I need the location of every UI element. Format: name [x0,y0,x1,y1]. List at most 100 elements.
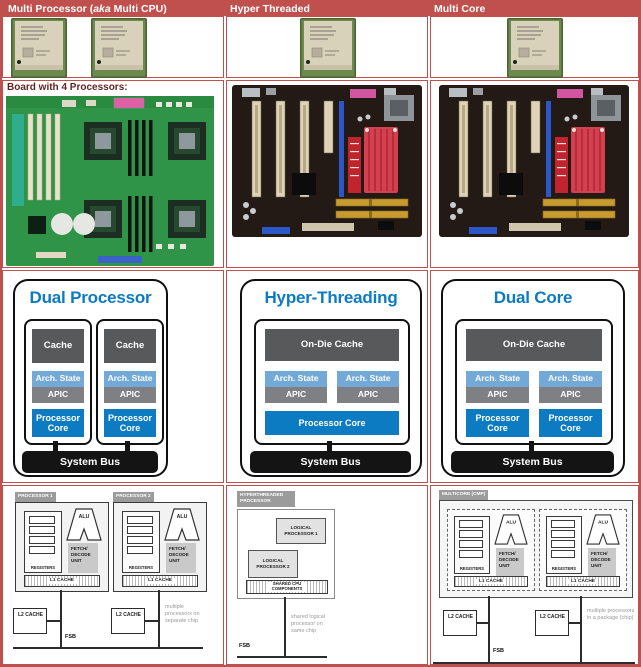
fsb-label: FSB [493,648,504,654]
fetch-decode-unit: FETCH/ DECODE UNIT [496,548,524,576]
cell-multiprocessor-chips [2,16,224,78]
l1-cache-box: L1 CACHE [122,575,198,587]
core2-block: REGISTERS ALU FETCH/ DECODE UNIT L1 CACH… [539,509,627,591]
apic-block: APIC [337,387,399,403]
registers-box: REGISTERS [122,511,160,573]
multicore-label: MULTICORE (CMP) [439,490,489,500]
processor-core-block: Processor Core [539,409,602,437]
logical-processor-2-box: LOGICAL PROCESSOR 2 [248,550,298,578]
header-multi-processor-suffix: Multi CPU) [110,3,167,15]
dual-core-title: Dual Core [493,288,573,307]
multicore-caption: multiple processors in a package (chip) [587,608,635,622]
fsb-line [237,656,327,658]
processor-core-block: Processor Core [265,411,399,435]
bus-stem [125,441,130,452]
bus-stem [53,441,58,452]
cell-multicore-schematic: MULTICORE (CMP) REGISTERS ALU FETCH/ DEC… [430,485,639,665]
register-bar [551,520,575,528]
cpu-chip-photo [11,18,67,78]
registers-label: REGISTERS [30,565,56,570]
dual-core-diagram: Dual Core On-Die Cache Arch. State Arch.… [441,279,625,477]
register-bar [551,550,575,558]
l2-cache-box: L2 CACHE [535,610,569,636]
l1-cache-label: L1 CACHE [568,578,598,585]
system-bus-bar: System Bus [22,451,158,473]
l2-cache-box: L2 CACHE [111,608,145,634]
arch-state-block: Arch. State [265,371,327,387]
dual-processor-diagram: Dual Processor Cache Arch. State APIC Pr… [13,279,168,477]
apic-block: APIC [265,387,327,403]
motherboard-photo [232,85,422,237]
cell-hyperthreaded-chip [226,16,428,78]
register-bar [127,516,153,524]
arch-state-block: Arch. State [32,371,84,387]
alu-label: ALU [598,519,608,525]
alu-label: ALU [506,519,516,525]
quad-processor-board-photo [6,96,214,266]
processor-unit: Cache Arch. State APIC Processor Core [96,319,164,445]
shared-cpu-components-label: SHARED CPU COMPONENTS [267,581,307,592]
register-bar [459,520,483,528]
fetch-decode-unit: FETCH/ DECODE UNIT [166,543,196,573]
cell-dual-processor-diagram: Dual Processor Cache Arch. State APIC Pr… [2,270,224,483]
processor-unit: Cache Arch. State APIC Processor Core [24,319,92,445]
processor-core-block: Processor Core [32,409,84,437]
cpu-chip-photo [91,18,147,78]
l1-cache-label: L1 CACHE [476,578,506,585]
arch-state-block: Arch. State [337,371,399,387]
fsb-connector-line [580,596,582,662]
register-bar [127,526,153,534]
alu-label: ALU [79,514,90,520]
cpu-chip-photo [507,18,563,78]
register-bar [459,550,483,558]
cell-hyperthreaded-schematic: HYPERTHREADED PROCESSOR LOGICAL PROCESSO… [226,485,428,665]
header-multi-processor-prefix: Multi Processor ( [8,3,94,15]
processor2-block: REGISTERS ALU FETCH/ DECODE UNIT L1 CACH… [113,502,207,592]
hyperthreaded-processor-block: LOGICAL PROCESSOR 1 LOGICAL PROCESSOR 2 … [237,509,335,599]
processor-unit: On-Die Cache Arch. State Arch. State API… [254,319,410,445]
register-bar [459,530,483,538]
alu-shape: ALU [66,508,102,541]
on-die-cache-block: On-Die Cache [265,329,399,361]
processor-unit: On-Die Cache Arch. State Arch. State API… [455,319,613,445]
cell-multiprocessor-schematic: PROCESSOR 1 REGISTERS ALU FETCH/ DECODE … [2,485,224,665]
header-multi-processor: Multi Processor (aka Multi CPU) [8,2,167,16]
registers-label: REGISTERS [459,566,485,571]
core1-block: REGISTERS ALU FETCH/ DECODE UNIT L1 CACH… [447,509,535,591]
shared-cpu-components-box: SHARED CPU COMPONENTS [246,580,328,594]
cpu-chip-photo [300,18,356,78]
hyperthreaded-processor-label: HYPERTHREADED PROCESSOR [237,491,295,507]
registers-box: REGISTERS [454,516,490,574]
cell-multicore-board [430,80,639,268]
registers-label: REGISTERS [128,565,154,570]
processor1-block: REGISTERS ALU FETCH/ DECODE UNIT L1 CACH… [15,502,109,592]
register-bar [29,546,55,554]
header-multi-core: Multi Core [434,3,486,15]
cell-quad-processor-board: Board with 4 Processors: [2,80,224,268]
l2-connector-line [47,620,60,622]
on-die-cache-block: On-Die Cache [466,329,602,361]
cell-hyperthreading-diagram: Hyper-Threading On-Die Cache Arch. State… [226,270,428,483]
register-bar [29,526,55,534]
l2-cache-box: L2 CACHE [443,610,477,636]
processor-core-block: Processor Core [466,409,529,437]
apic-block: APIC [104,387,156,403]
l1-cache-label: L1 CACHE [47,578,77,584]
fsb-connector-line [60,590,62,647]
processor-core-block: Processor Core [104,409,156,437]
l2-cache-box: L2 CACHE [13,608,47,634]
processor2-label: PROCESSOR 2 [113,492,154,502]
motherboard-photo [439,85,629,237]
alu-shape: ALU [586,514,620,545]
register-bar [29,536,55,544]
cell-dual-core-diagram: Dual Core On-Die Cache Arch. State Arch.… [430,270,639,483]
system-bus-bar: System Bus [451,451,614,473]
fsb-label: FSB [65,634,76,640]
cache-block: Cache [104,329,156,363]
register-bar [459,540,483,548]
hyper-threading-diagram: Hyper-Threading On-Die Cache Arch. State… [240,279,422,477]
registers-label: REGISTERS [551,566,577,571]
registers-box: REGISTERS [24,511,62,573]
cell-hyperthreaded-board [226,80,428,268]
registers-box: REGISTERS [546,516,582,574]
